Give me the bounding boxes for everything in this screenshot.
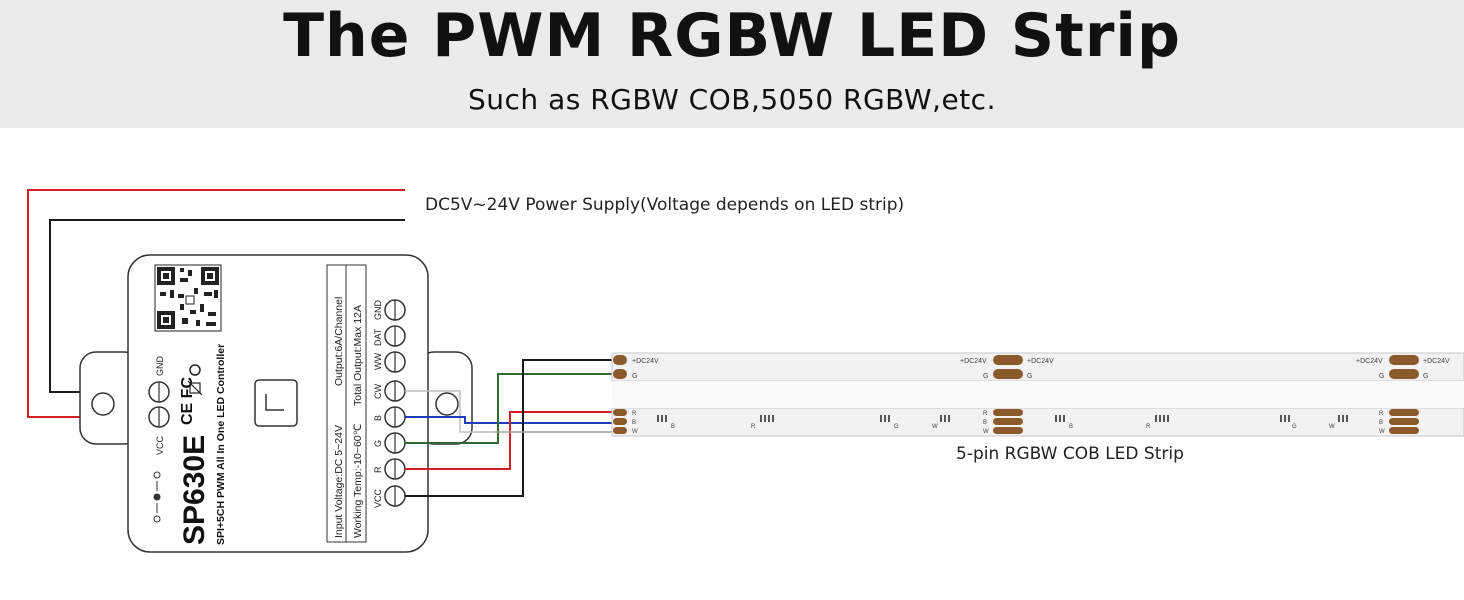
pad-label-dc-right-a: +DC24V bbox=[1356, 358, 1383, 365]
output-terminal-cw: CW bbox=[373, 380, 406, 402]
power-terminal-vcc: VCC bbox=[148, 406, 170, 455]
strip-component-labels: B R G W B R G W bbox=[671, 424, 1335, 430]
component-label-b-2: B bbox=[1069, 424, 1073, 430]
output-terminal-label-g: G bbox=[373, 440, 383, 447]
component-label-g-2: G bbox=[1292, 424, 1297, 430]
component-label-w-2: W bbox=[1329, 424, 1335, 430]
mount-hole-left bbox=[91, 392, 115, 416]
pad-label-w-left: W bbox=[632, 429, 638, 435]
controller-model: SP630E bbox=[178, 435, 211, 545]
wire-r-red bbox=[405, 411, 616, 470]
component-label-b-1: B bbox=[671, 424, 675, 430]
pad-label-g-middle-b: G bbox=[1027, 373, 1032, 380]
page-title: The PWM RGBW LED Strip bbox=[283, 1, 1181, 71]
led-strip-lower bbox=[611, 407, 1464, 437]
pad-label-w-middle: W bbox=[983, 429, 989, 435]
recycle-icon bbox=[189, 364, 201, 376]
component-label-w-1: W bbox=[932, 424, 938, 430]
spec-output-current: Output:6A/Channel bbox=[333, 297, 345, 386]
qr-code bbox=[154, 264, 222, 332]
component-label-r-1: R bbox=[751, 424, 756, 430]
output-terminal-label-ww: WW bbox=[373, 353, 383, 370]
pad-label-g-left: G bbox=[632, 373, 637, 380]
pad-label-r-right: R bbox=[1379, 411, 1384, 417]
strip-pads-left: +DC24V G R B W bbox=[613, 355, 659, 435]
strip-components bbox=[657, 415, 1348, 422]
pad-label-dc-right-b: +DC24V bbox=[1423, 358, 1450, 365]
pad-label-b-left: B bbox=[632, 420, 636, 426]
output-terminal-label-gnd: GND bbox=[373, 300, 383, 321]
pad-label-g-right-b: G bbox=[1423, 373, 1428, 380]
spec-total-output: Total Output:Max 12A bbox=[352, 305, 364, 406]
dc-jack-symbol bbox=[153, 471, 161, 523]
power-supply-caption: DC5V~24V Power Supply(Voltage depends on… bbox=[425, 195, 905, 215]
strip-pads-right: +DC24V +DC24V G G R B W bbox=[1356, 355, 1450, 435]
power-icon bbox=[265, 394, 284, 411]
pad-label-b-right: B bbox=[1379, 420, 1383, 426]
pad-label-dc-left: +DC24V bbox=[632, 358, 659, 365]
header-band bbox=[0, 0, 1464, 128]
component-label-r-2: R bbox=[1146, 424, 1151, 430]
pad-label-g-right-a: G bbox=[1379, 373, 1384, 380]
pad-label-r-left: R bbox=[632, 411, 637, 417]
output-terminal-label-b: B bbox=[373, 415, 383, 421]
power-terminal-label-vcc: VCC bbox=[155, 435, 165, 455]
power-terminal-gnd: GND bbox=[148, 356, 170, 403]
led-strip-upper bbox=[611, 352, 1464, 382]
output-terminal-vcc: VCC bbox=[373, 485, 406, 508]
spec-input-voltage: Input Voltage:DC 5~24V bbox=[333, 425, 345, 538]
controller-label-group: SP630E SPI+5CH PWM All In One LED Contro… bbox=[178, 344, 227, 545]
output-terminal-g: G bbox=[373, 432, 406, 454]
weee-icon bbox=[187, 380, 203, 396]
strip-pads-middle: +DC24V +DC24V G G R B W bbox=[960, 355, 1054, 435]
output-terminal-ww: WW bbox=[373, 351, 406, 373]
pad-label-dc-middle-a: +DC24V bbox=[960, 358, 987, 365]
output-terminal-b: B bbox=[373, 406, 406, 428]
output-terminal-gnd: GND bbox=[373, 299, 406, 321]
pad-label-g-middle-a: G bbox=[983, 373, 988, 380]
mount-hole-right bbox=[435, 392, 459, 416]
pad-label-dc-middle-b: +DC24V bbox=[1027, 358, 1054, 365]
controller-description: SPI+5CH PWM All In One LED Controller bbox=[215, 344, 227, 545]
certification-marks: CE FC bbox=[179, 377, 196, 425]
output-terminal-label-dat: DAT bbox=[373, 328, 383, 346]
spec-working-temp: Working Temp:-10~60℃ bbox=[352, 423, 364, 538]
wire-vcc-black bbox=[405, 359, 616, 497]
led-strip-caption: 5-pin RGBW COB LED Strip bbox=[956, 444, 1184, 464]
controller-button[interactable] bbox=[254, 379, 298, 427]
wire-g-green bbox=[405, 373, 616, 444]
output-terminal-label-r: R bbox=[373, 466, 383, 473]
output-terminal-label-vcc: VCC bbox=[373, 488, 383, 508]
wire-b-blue bbox=[405, 416, 616, 424]
output-terminal-label-cw: CW bbox=[373, 384, 383, 399]
page-subtitle: Such as RGBW COB,5050 RGBW,etc. bbox=[468, 83, 996, 116]
component-label-g-1: G bbox=[894, 424, 899, 430]
power-terminal-label-gnd: GND bbox=[155, 356, 165, 377]
pad-label-w-right: W bbox=[1379, 429, 1385, 435]
output-terminal-dat: DAT bbox=[373, 325, 406, 347]
pad-label-r-middle: R bbox=[983, 411, 988, 417]
pad-label-b-middle: B bbox=[983, 420, 987, 426]
wire-cw-gray bbox=[405, 390, 495, 433]
